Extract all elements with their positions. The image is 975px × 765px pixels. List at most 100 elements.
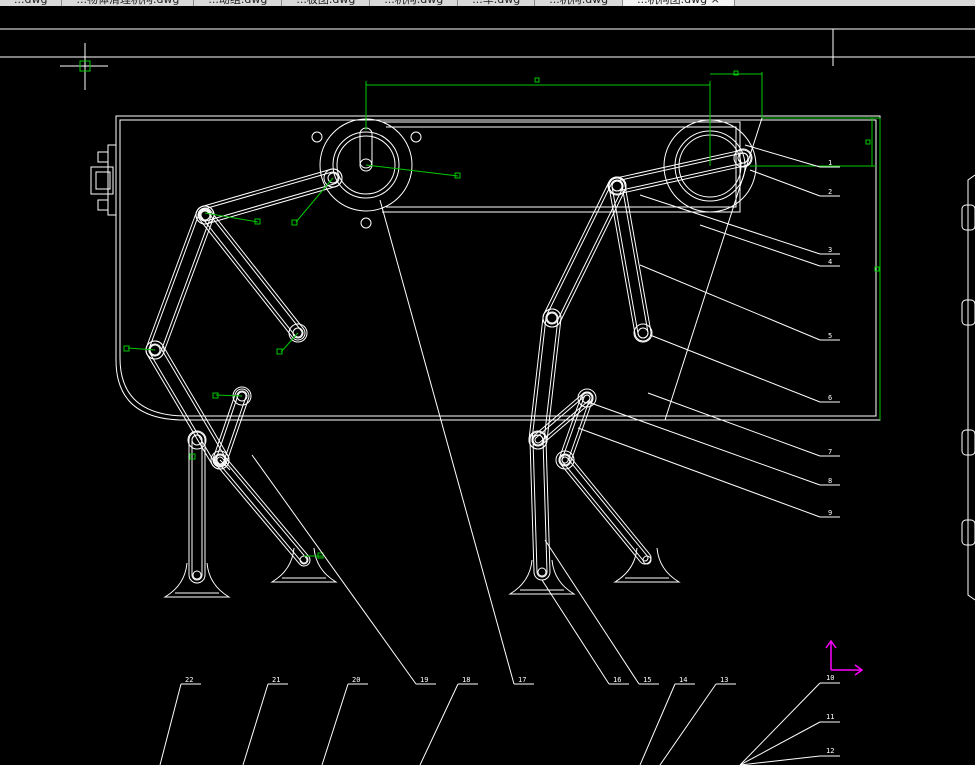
pin-joint	[607, 176, 627, 196]
pin-joint	[555, 450, 575, 470]
link-bar	[213, 453, 311, 567]
pin-joint-hole	[327, 172, 339, 184]
pin-joint	[288, 323, 308, 343]
linkage-members	[145, 149, 752, 584]
file-tab[interactable]: ...车.dwg	[458, 0, 536, 6]
callout-number: 6	[828, 394, 832, 402]
leader-line	[659, 683, 717, 765]
callout-number: 11	[826, 713, 834, 721]
callout-number: 18	[462, 676, 470, 684]
foot-pad	[508, 559, 576, 595]
pin-joint	[633, 323, 653, 343]
link-bar	[528, 308, 562, 450]
callout-number: 20	[352, 676, 360, 684]
pin-joint-hole	[191, 434, 203, 446]
callout-leaders	[159, 117, 840, 765]
link-bar	[197, 207, 306, 341]
callout-number: 5	[828, 332, 832, 340]
file-tab[interactable]: ...机构图.dwg ×	[623, 0, 735, 6]
callout-number: 12	[826, 747, 834, 755]
pin-joint	[733, 148, 753, 168]
pin-joint	[210, 450, 230, 470]
pin-joint-hole	[559, 454, 571, 466]
link-bar	[558, 453, 652, 565]
callout-number: 1	[828, 159, 832, 167]
leader-line	[544, 539, 640, 685]
callout-number: 3	[828, 246, 832, 254]
callout-number: 8	[828, 477, 832, 485]
leader-line	[699, 224, 821, 267]
leader-line	[587, 401, 821, 486]
pin-joint-hole	[214, 454, 226, 466]
reference-line	[219, 459, 231, 471]
leader-line	[739, 755, 821, 765]
file-tab[interactable]: ...机构.dwg	[535, 0, 624, 6]
pin-joint-hole	[737, 152, 749, 164]
leader-line	[744, 144, 821, 168]
leader-line	[541, 579, 610, 685]
file-tab[interactable]: ...动组.dwg	[194, 0, 283, 6]
callout-number: 2	[828, 188, 832, 196]
pin-joint-hole	[581, 392, 593, 404]
leader-line	[739, 682, 821, 765]
ucs-axis-icon	[825, 639, 864, 676]
main-body-plate	[115, 115, 881, 421]
pin-joint	[187, 430, 207, 450]
pin-joint-hole	[199, 209, 211, 221]
pin-joint	[542, 308, 562, 328]
leader-line	[749, 169, 821, 197]
neighbor-drawing-fragment	[961, 174, 975, 601]
callout-number: 16	[613, 676, 621, 684]
pin-joint-hole	[292, 327, 304, 339]
support-feet	[163, 547, 681, 598]
foot-pad	[163, 562, 231, 598]
pin-joint-hole	[637, 327, 649, 339]
callout-number: 7	[828, 448, 832, 456]
callout-number: 15	[643, 676, 651, 684]
foot-pad	[613, 547, 681, 583]
foot-pad	[270, 547, 338, 583]
leader-line	[649, 334, 821, 403]
pin-joint	[528, 430, 548, 450]
link-bar	[188, 431, 206, 584]
link-bar	[542, 176, 627, 328]
leader-line	[739, 721, 821, 765]
leader-line	[577, 427, 821, 518]
reference-line	[664, 117, 763, 421]
link-bar	[212, 388, 250, 468]
drawing-frame	[0, 28, 975, 66]
crosshair-cursor-icon	[60, 43, 108, 90]
file-tab[interactable]: ...机构.dwg	[370, 0, 459, 6]
file-tab[interactable]: ...板图.dwg	[282, 0, 371, 6]
dimension-lines	[123, 70, 881, 559]
leader-line	[321, 683, 349, 765]
file-tab-bar: ...dwg...物体清理机构.dwg...动组.dwg...板图.dwg...…	[0, 0, 975, 6]
leader-line	[251, 454, 417, 685]
callout-number: 22	[185, 676, 193, 684]
side-connector	[90, 144, 117, 216]
link-bar	[531, 391, 594, 447]
callout-number: 14	[679, 676, 687, 684]
link-bar	[529, 431, 551, 581]
pin-joint	[323, 168, 343, 188]
leader-line	[647, 392, 821, 457]
pin-joint-hole	[611, 180, 623, 192]
leader-line	[639, 264, 821, 341]
file-tab[interactable]: ...物体清理机构.dwg	[62, 0, 195, 6]
callout-number: 17	[518, 676, 526, 684]
leader-line	[639, 194, 821, 255]
leader-line	[419, 683, 459, 765]
pin-joint-hole	[532, 434, 544, 446]
callout-number: 4	[828, 258, 832, 266]
pin-joints	[145, 148, 753, 470]
pin-joint	[145, 340, 165, 360]
link-bar	[608, 177, 652, 342]
leader-line	[242, 683, 269, 765]
callout-number: 9	[828, 509, 832, 517]
callout-number: 21	[272, 676, 280, 684]
file-tab[interactable]: ...dwg	[0, 0, 63, 6]
callout-number: 13	[720, 676, 728, 684]
leader-line	[159, 683, 182, 765]
